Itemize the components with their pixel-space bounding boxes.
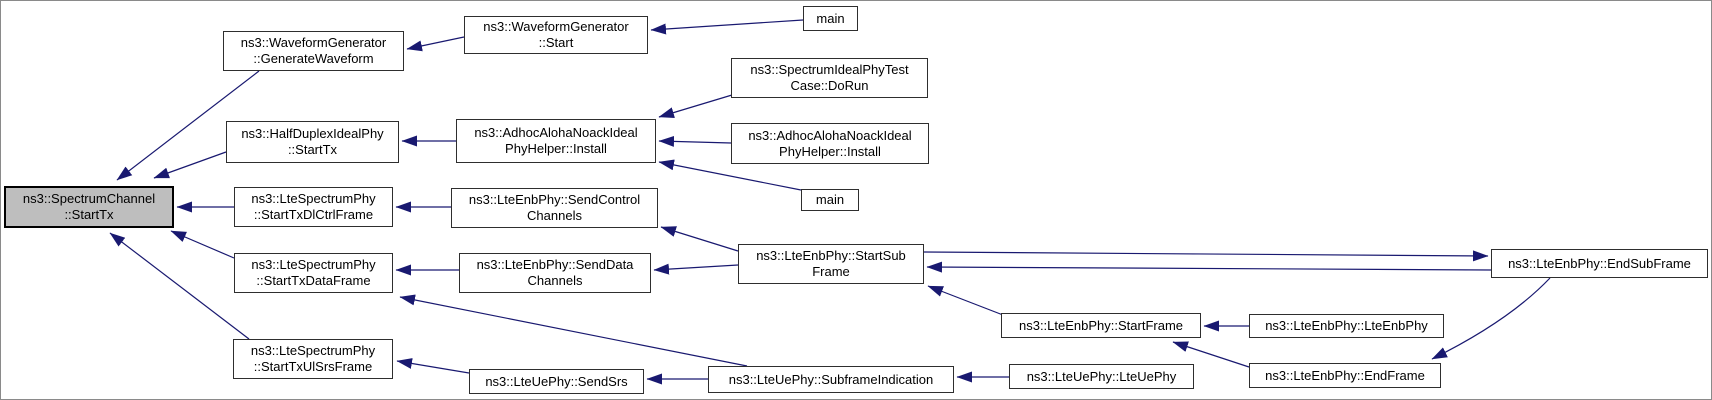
node-half-duplex-ideal-phy-start-tx[interactable]: ns3::HalfDuplexIdealPhy::StartTx	[226, 121, 399, 163]
node-label-line: ::StartTx	[64, 207, 114, 222]
node-lte-enb-phy-end-sub-frame[interactable]: ns3::LteEnbPhy::EndSubFrame	[1491, 249, 1708, 278]
node-lte-enb-phy-start-frame[interactable]: ns3::LteEnbPhy::StartFrame	[1001, 313, 1201, 338]
node-label-line: ns3::LteSpectrumPhy	[250, 343, 376, 359]
edge-lte-spectrum-phy-start-tx-data-frame--spectrum-channel-start-tx	[170, 230, 235, 259]
node-lte-ue-phy-lte-ue-phy[interactable]: ns3::LteUePhy::LteUePhy	[1009, 364, 1194, 389]
node-label-line: ns3::LteEnbPhy::EndFrame	[1265, 367, 1425, 383]
node-label-line: main	[816, 10, 845, 26]
edge-main-1--waveform-generator-start	[650, 19, 804, 35]
node-label-line: ns3::SpectrumChannel	[22, 191, 156, 207]
node-label-line: ns3::AdhocAlohaNoackIdeal	[748, 127, 912, 143]
node-label-line: ns3::LteEnbPhy::EndSubFrame	[1508, 255, 1691, 271]
node-label-line: ns3::LteEnbPhy::StartSub	[756, 248, 906, 264]
node-lte-spectrum-phy-start-tx-ul-srs-frame[interactable]: ns3::LteSpectrumPhy::StartTxUlSrsFrame	[233, 339, 393, 379]
edge-waveform-generator-start--waveform-generator-generate-waveform	[406, 36, 465, 52]
node-label-line: ::GenerateWaveform	[253, 51, 374, 66]
node-waveform-generator-start[interactable]: ns3::WaveformGenerator::Start	[464, 16, 648, 54]
edge-lte-enb-phy-start-sub-frame--lte-enb-phy-send-data-channels	[653, 263, 739, 275]
node-label-line: Frame	[812, 264, 850, 279]
node-lte-enb-phy-lte-enb-phy[interactable]: ns3::LteEnbPhy::LteEnbPhy	[1249, 314, 1444, 338]
edge-lte-enb-phy-end-frame--lte-enb-phy-start-frame	[1172, 341, 1250, 368]
edge-lte-enb-phy-start-sub-frame--lte-enb-phy-send-control-channels	[660, 226, 739, 252]
node-label-line: ::StartTxDlCtrlFrame	[253, 207, 374, 222]
edge-lte-enb-phy-start-sub-frame--lte-enb-phy-end-sub-frame	[923, 250, 1489, 262]
edge-half-duplex-ideal-phy-start-tx--spectrum-channel-start-tx	[153, 151, 227, 179]
edge-main-2--adhoc-aloha-install-1	[658, 159, 802, 191]
node-label-line: ::StartTxDataFrame	[256, 273, 371, 288]
edge-lte-enb-phy-end-sub-frame--lte-enb-phy-start-sub-frame	[926, 261, 1492, 273]
node-label-line: ns3::LteUePhy::LteUePhy	[1026, 368, 1177, 384]
node-label-line: ns3::LteEnbPhy::LteEnbPhy	[1265, 318, 1428, 334]
node-label-line: ns3::WaveformGenerator	[483, 19, 629, 35]
node-label-line: ns3::AdhocAlohaNoackIdeal	[474, 125, 638, 141]
edge-waveform-generator-generate-waveform--spectrum-channel-start-tx	[116, 70, 260, 181]
edge-lte-ue-phy-subframe-indication--lte-spectrum-phy-start-tx-data-frame	[399, 294, 748, 367]
node-label-line: Channels	[527, 208, 582, 223]
node-spectrum-channel-start-tx: ns3::SpectrumChannel::StartTx	[4, 186, 174, 228]
node-label-line: ::StartTxUlSrsFrame	[253, 359, 373, 374]
node-label-line: ::Start	[538, 35, 574, 50]
edge-lte-spectrum-phy-start-tx-ul-srs-frame--spectrum-channel-start-tx	[109, 232, 250, 340]
node-label-line: ns3::SpectrumIdealPhyTest	[750, 62, 909, 78]
node-label-line: ::StartTx	[287, 142, 338, 157]
node-label-line: ns3::LteUePhy::SubframeIndication	[728, 371, 934, 387]
node-label-line: Case::DoRun	[790, 78, 869, 93]
node-label-line: ns3::WaveformGenerator	[240, 35, 387, 51]
node-label-line: ns3::LteEnbPhy::StartFrame	[1018, 317, 1184, 333]
node-lte-ue-phy-send-srs[interactable]: ns3::LteUePhy::SendSrs	[469, 369, 644, 394]
node-label-line: ns3::LteEnbPhy::SendData	[476, 257, 634, 273]
node-main-2[interactable]: main	[801, 189, 859, 211]
node-label-line: ns3::LteUePhy::SendSrs	[485, 373, 628, 389]
edge-adhoc-aloha-install-2--adhoc-aloha-install-1	[658, 135, 732, 147]
node-lte-spectrum-phy-start-tx-dl-ctrl-frame[interactable]: ns3::LteSpectrumPhy::StartTxDlCtrlFrame	[234, 187, 393, 227]
node-label-line: Channels	[527, 273, 583, 288]
node-lte-ue-phy-subframe-indication[interactable]: ns3::LteUePhy::SubframeIndication	[708, 366, 954, 393]
node-label-line: ns3::LteSpectrumPhy	[251, 191, 376, 207]
node-main-1[interactable]: main	[803, 6, 858, 31]
node-label-line: PhyHelper::Install	[505, 141, 607, 156]
edge-spectrum-ideal-phy-test-case-do-run--adhoc-aloha-install-1	[658, 94, 733, 118]
node-label-line: PhyHelper::Install	[779, 143, 881, 159]
node-lte-enb-phy-end-frame[interactable]: ns3::LteEnbPhy::EndFrame	[1249, 363, 1441, 388]
node-waveform-generator-generate-waveform[interactable]: ns3::WaveformGenerator::GenerateWaveform	[223, 31, 404, 71]
node-label-line: main	[815, 192, 845, 208]
node-label-line: ns3::HalfDuplexIdealPhy	[241, 126, 384, 142]
edge-lte-ue-phy-send-srs--lte-spectrum-phy-start-tx-ul-srs-frame	[396, 358, 470, 374]
node-label-line: ns3::LteSpectrumPhy	[251, 257, 376, 273]
edge-lte-enb-phy-start-frame--lte-enb-phy-start-sub-frame	[927, 285, 1004, 316]
node-label-line: ns3::LteEnbPhy::SendControl	[468, 192, 641, 208]
node-lte-spectrum-phy-start-tx-data-frame[interactable]: ns3::LteSpectrumPhy::StartTxDataFrame	[234, 253, 393, 293]
edge-lte-enb-phy-end-sub-frame--lte-enb-phy-end-frame	[1431, 277, 1551, 360]
